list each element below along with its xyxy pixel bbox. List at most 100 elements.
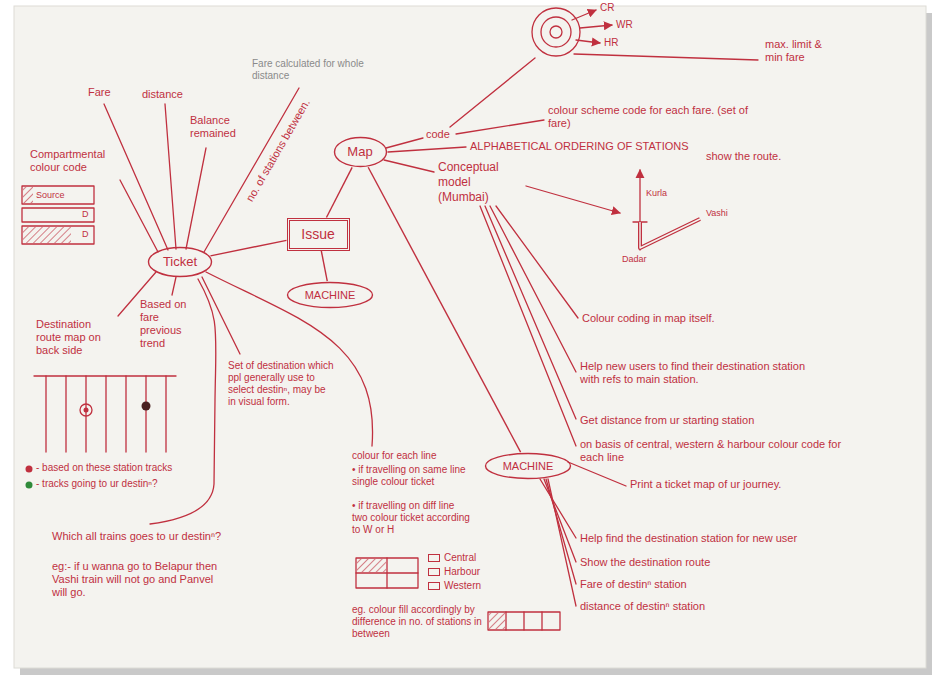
leader-arrow xyxy=(526,186,620,213)
legend-swatch xyxy=(428,568,440,576)
station-dot xyxy=(84,408,89,413)
note-text: Destination route map on back side xyxy=(36,318,116,357)
legend-swatch xyxy=(428,582,440,590)
connector-line xyxy=(321,251,327,282)
key-dot xyxy=(26,466,33,473)
note-text: colour for each line xyxy=(352,450,437,462)
topic-oval: MACHINE xyxy=(286,281,374,309)
note-text: Get distance from ur starting station xyxy=(580,414,820,427)
note-text: CR xyxy=(600,2,614,14)
route-path xyxy=(640,219,700,248)
leader-line xyxy=(186,148,206,249)
node-label: Map xyxy=(347,144,372,160)
ticket-hatch xyxy=(489,613,505,629)
legend-text: Harbour xyxy=(444,566,480,578)
note-text: Fare of destinⁿ station xyxy=(580,578,687,591)
leader-line xyxy=(574,54,758,60)
target-ring xyxy=(541,17,571,47)
leader-line xyxy=(384,160,434,172)
leader-line xyxy=(568,462,626,486)
note-text: Source xyxy=(36,190,65,201)
note-text: Which all trains goes to ur destinⁿ? xyxy=(52,530,227,543)
note-text: eg. colour fill accordingly by differenc… xyxy=(352,604,482,640)
note-text: ALPHABETICAL ORDERING OF STATIONS xyxy=(470,140,689,153)
note-text: Help find the destination station for ne… xyxy=(580,532,880,545)
note-text: • if travelling on diff line two colour … xyxy=(352,500,470,536)
note-text: Kurla xyxy=(646,188,667,199)
ticket-sketch xyxy=(22,208,94,222)
leader-line xyxy=(490,206,576,372)
ticket-grid xyxy=(356,558,418,588)
oval-outline xyxy=(334,138,386,167)
ticket-sketch xyxy=(22,226,94,244)
note-text: Print a ticket map of ur journey. xyxy=(630,478,800,491)
note-text: code xyxy=(426,128,450,141)
note-text: Show the destination route xyxy=(580,556,710,569)
connector-line xyxy=(368,167,520,452)
note-text: HR xyxy=(604,37,618,49)
leader-line xyxy=(172,277,176,295)
topic-oval: MACHINE xyxy=(484,452,572,480)
leader-line xyxy=(548,479,576,606)
oval-outline xyxy=(288,283,373,308)
ticket-grid xyxy=(506,612,542,630)
note-text: colour scheme code for each fare. (set o… xyxy=(548,104,748,130)
leader-line xyxy=(165,104,176,249)
note-text: Vashi xyxy=(706,208,728,219)
station-dot xyxy=(142,402,151,411)
note-text: max. limit & min fare xyxy=(765,38,829,64)
target-ring xyxy=(532,8,580,56)
note-text: D xyxy=(82,209,89,220)
node-label: MACHINE xyxy=(503,460,554,473)
leader-line xyxy=(450,58,535,127)
oval-outline xyxy=(149,248,212,277)
target-ring xyxy=(550,26,562,38)
legend-item: Central xyxy=(428,552,476,564)
note-text: Fare xyxy=(88,86,111,99)
leader-line xyxy=(388,147,466,152)
leader-line xyxy=(202,277,240,354)
leader-line xyxy=(104,104,168,250)
leader-line xyxy=(480,206,576,446)
ticket-grid xyxy=(356,558,418,588)
leader-line xyxy=(120,180,158,252)
legend-text: Western xyxy=(444,580,481,592)
station-ring xyxy=(80,404,92,416)
note-text: on basis of central, western & harbour c… xyxy=(580,438,845,464)
leader-line xyxy=(386,138,423,148)
note-text: distance xyxy=(142,88,183,101)
ticket-hatch xyxy=(23,187,33,203)
note-text: no. of stations between. xyxy=(243,96,312,203)
track-line xyxy=(34,375,176,376)
note-text: Balance remained xyxy=(190,114,252,140)
node-label: Ticket xyxy=(163,254,197,270)
leader-line xyxy=(206,272,373,446)
connector-line xyxy=(326,167,352,217)
note-text: Based on fare previous trend xyxy=(140,298,202,350)
note-text: distance of destinⁿ station xyxy=(580,600,705,613)
oval-outline xyxy=(486,454,571,479)
note-text: Compartmental colour code xyxy=(30,148,122,174)
ticket-hatch xyxy=(357,559,386,572)
ticket-hatch xyxy=(23,227,71,243)
track-line xyxy=(46,376,166,452)
note-text: Dadar xyxy=(622,254,647,265)
node-label: Issue xyxy=(301,226,334,243)
node-label: MACHINE xyxy=(305,289,356,302)
note-text: - tracks going to ur destinⁿ? xyxy=(36,478,157,490)
leader-arrow xyxy=(572,10,596,20)
leader-arrow xyxy=(580,25,612,28)
legend-item: Western xyxy=(428,580,481,592)
note-text: Conceptual model (Mumbai) xyxy=(438,160,524,205)
note-text: show the route. xyxy=(706,150,781,163)
leader-line xyxy=(150,279,216,524)
key-dot xyxy=(26,482,33,489)
note-text: Colour coding in map itself. xyxy=(582,312,757,325)
legend-item: Harbour xyxy=(428,566,480,578)
topic-oval: Ticket xyxy=(147,246,213,278)
note-text: Fare calculated for whole distance xyxy=(252,58,364,82)
leader-line xyxy=(456,120,544,134)
note-text: • if travelling on same line single colo… xyxy=(352,464,470,488)
topic-box: Issue xyxy=(287,218,350,251)
leader-line xyxy=(544,479,576,562)
